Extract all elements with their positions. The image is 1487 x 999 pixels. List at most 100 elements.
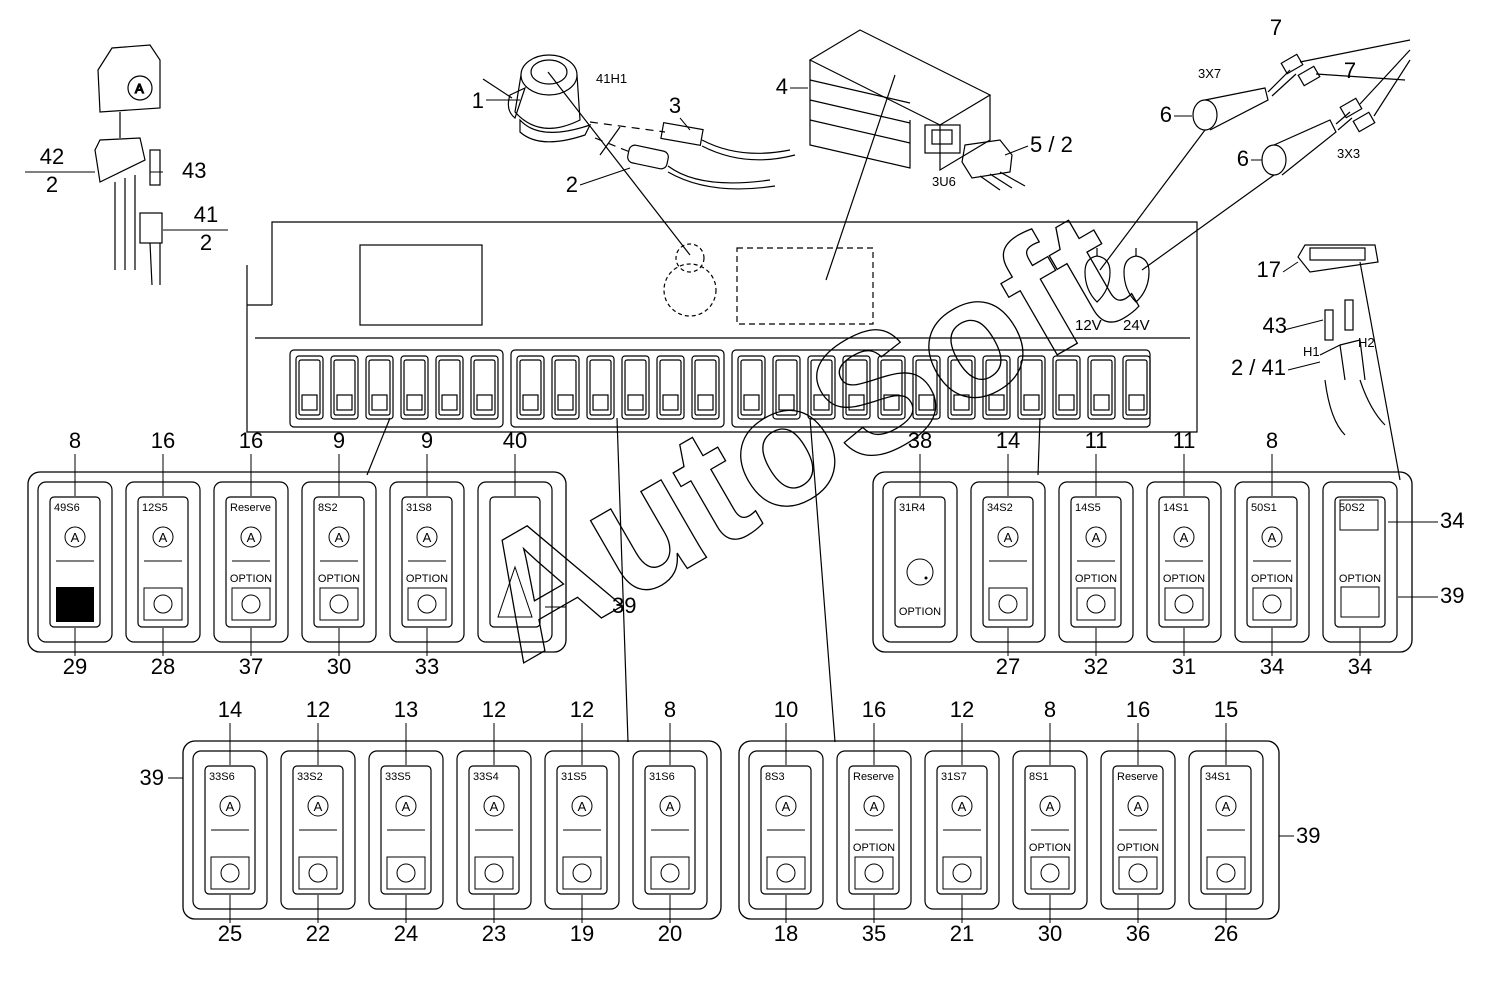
callout-number: 12 (482, 697, 506, 722)
callout-number: 16 (239, 428, 263, 453)
switch-icon (407, 587, 447, 621)
callout-number: 32 (1084, 654, 1108, 679)
callout-number: 16 (862, 697, 886, 722)
symbol-a: A (1180, 530, 1189, 545)
callout-number: 22 (306, 921, 330, 946)
switch-icon (1252, 587, 1292, 621)
switch-code-label: 14S5 (1075, 502, 1101, 514)
callout-number: 24 (394, 921, 418, 946)
voltage-12v-label: 12V (1075, 317, 1102, 334)
callout-number: 26 (1214, 921, 1238, 946)
callout-number: 10 (774, 697, 798, 722)
callout-number: 28 (151, 654, 175, 679)
callout-c2: 2 (566, 172, 578, 197)
switch-icon (942, 856, 982, 890)
switch-code-label: 33S6 (209, 771, 235, 783)
callout-c2_41: 2 / 41 (1231, 355, 1286, 380)
callout-c4: 4 (776, 74, 788, 99)
symbol-a: A (666, 799, 675, 814)
switch-icon (1076, 587, 1116, 621)
callout-c43a: 43 (1263, 313, 1287, 338)
switch-icon (298, 856, 338, 890)
switch-code-label: 31S8 (406, 502, 432, 514)
callout-number: 40 (503, 428, 527, 453)
lamp-code-41h1: 41H1 (596, 71, 627, 86)
symbol-a: A (247, 530, 256, 545)
callout-c7a: 7 (1270, 15, 1282, 40)
switch-icon (474, 856, 514, 890)
callout-number: 16 (1126, 697, 1150, 722)
callout-number: 30 (327, 654, 351, 679)
callout-leader (1282, 261, 1299, 273)
connector-3u6 (961, 139, 1026, 191)
panel-top-left: 49S6A82912S5A1628ReserveAOPTION16378S2AO… (27, 428, 567, 679)
callout-number: 31 (1172, 654, 1196, 679)
symbol-a: A (578, 799, 587, 814)
callout-number: 27 (996, 654, 1020, 679)
callout-c43a: 43 (182, 158, 206, 183)
callout-number: 30 (1038, 921, 1062, 946)
warning-lamp-41h1 (507, 54, 691, 256)
switch-icon (854, 856, 894, 890)
callout-number: 9 (421, 428, 433, 453)
switch-icon (143, 587, 183, 621)
callout-c6b: 6 (1237, 146, 1249, 171)
callout-c42b: 2 (46, 172, 58, 197)
callout-number: 9 (333, 428, 345, 453)
callout-number: 19 (570, 921, 594, 946)
option-label: OPTION (853, 842, 895, 854)
option-label: OPTION (1117, 842, 1159, 854)
switch-code-label: 49S6 (54, 502, 80, 514)
switch-code-label: 33S4 (473, 771, 499, 783)
option-label: OPTION (1339, 573, 1381, 585)
switch-code-label: 50S1 (1251, 502, 1277, 514)
switch-icon (562, 856, 602, 890)
callout-c39b: 39 (1440, 583, 1464, 608)
symbol-a: A (71, 530, 80, 545)
callout-number: 11 (1085, 428, 1108, 453)
panel-bottom-left: 33S6A142533S2A122233S5A132433S4A122331S5… (182, 697, 722, 946)
switch-icon (766, 856, 806, 890)
callout-number: 16 (151, 428, 175, 453)
callout-number: 11 (1173, 428, 1196, 453)
callout-number: 8 (664, 697, 676, 722)
callout-c6a: 6 (1160, 102, 1172, 127)
callout-number: 14 (218, 697, 242, 722)
watermark: AutoSoft (444, 174, 1160, 697)
switch-code-label: 31S6 (649, 771, 675, 783)
symbol-a: A (226, 799, 235, 814)
symbol-a: A (159, 530, 168, 545)
switch-blank: 40 (477, 428, 553, 643)
lamp-code-3x3: 3X3 (1337, 146, 1360, 161)
option-label: OPTION (406, 573, 448, 585)
callout-number: 38 (908, 428, 932, 453)
switch-code-label: 33S5 (385, 771, 411, 783)
switch-code-label: 8S3 (765, 771, 785, 783)
callout-number: 34 (1260, 654, 1284, 679)
panel-top-right: 31R4OPTION3834S2A142714S5AOPTION113214S1… (872, 428, 1413, 679)
callout-number: 37 (239, 654, 263, 679)
switch-icon (1164, 587, 1204, 621)
callout-c3: 3 (669, 93, 681, 118)
plug-connectors (589, 121, 796, 190)
control-unit-4 (808, 29, 992, 281)
symbol-a: A (1004, 530, 1013, 545)
switch-code-label: 50S2 (1339, 502, 1365, 514)
callout-c41b: 2 (200, 230, 212, 255)
callout-number: 36 (1126, 921, 1150, 946)
switch-code-label: 12S5 (142, 502, 168, 514)
switch-icon (386, 856, 426, 890)
option-label: OPTION (230, 573, 272, 585)
symbol-a: A (314, 799, 323, 814)
